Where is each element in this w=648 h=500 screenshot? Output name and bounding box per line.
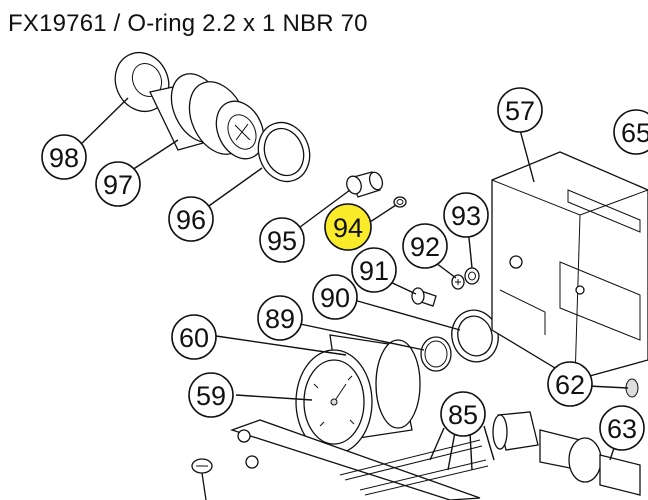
callout-91-label: 91 xyxy=(359,256,389,286)
part-91-screw xyxy=(411,287,437,307)
part-screw-bottom-left xyxy=(191,458,213,500)
part-97-connector-body xyxy=(149,73,265,160)
callout-65[interactable]: 65 xyxy=(613,109,648,155)
part-95-fitting xyxy=(346,171,384,198)
callout-94[interactable]: 94 xyxy=(324,203,372,251)
part-92-washer xyxy=(451,274,465,290)
callout-93[interactable]: 93 xyxy=(443,192,489,238)
callout-93-label: 93 xyxy=(451,201,481,231)
callout-60[interactable]: 60 xyxy=(171,314,217,360)
callout-65-label: 65 xyxy=(621,118,648,148)
callout-92-label: 92 xyxy=(410,232,440,262)
callout-57-label: 57 xyxy=(505,96,535,126)
callout-59[interactable]: 59 xyxy=(188,372,234,418)
callout-96-label: 96 xyxy=(176,205,206,235)
callout-95[interactable]: 95 xyxy=(259,217,305,263)
callout-90[interactable]: 90 xyxy=(312,274,358,320)
callout-62-label: 62 xyxy=(555,370,585,400)
callout-97-label: 97 xyxy=(103,170,133,200)
part-89-seal xyxy=(420,336,452,372)
part-93-nut xyxy=(464,267,480,285)
callout-98[interactable]: 98 xyxy=(41,134,87,180)
callout-60-label: 60 xyxy=(179,323,209,353)
callout-63-label: 63 xyxy=(607,414,637,444)
part-94-small-o-ring xyxy=(393,196,407,208)
callout-97[interactable]: 97 xyxy=(95,161,141,207)
callout-91[interactable]: 91 xyxy=(351,247,397,293)
diagram-title: FX19761 / O-ring 2.2 x 1 NBR 70 xyxy=(8,10,368,37)
part-63-coupling xyxy=(492,411,641,496)
callout-59-label: 59 xyxy=(196,381,226,411)
part-85-rods xyxy=(229,419,489,500)
part-90-o-ring xyxy=(451,309,499,363)
callout-92[interactable]: 92 xyxy=(402,223,448,269)
part-57-main-block xyxy=(491,151,648,381)
callout-89[interactable]: 89 xyxy=(257,295,303,341)
callout-89-label: 89 xyxy=(265,304,295,334)
part-96-o-ring xyxy=(257,121,311,183)
callout-98-label: 98 xyxy=(49,143,79,173)
callout-95-label: 95 xyxy=(267,226,297,256)
callout-57[interactable]: 57 xyxy=(497,87,543,133)
callout-63[interactable]: 63 xyxy=(599,405,645,451)
part-59-gauge-dial xyxy=(295,349,373,455)
callout-85[interactable]: 85 xyxy=(440,391,486,437)
callout-96[interactable]: 96 xyxy=(168,196,214,242)
callout-62[interactable]: 62 xyxy=(547,361,593,407)
callout-85-label: 85 xyxy=(448,400,478,430)
callout-94-label: 94 xyxy=(333,213,363,243)
callout-90-label: 90 xyxy=(320,283,350,313)
